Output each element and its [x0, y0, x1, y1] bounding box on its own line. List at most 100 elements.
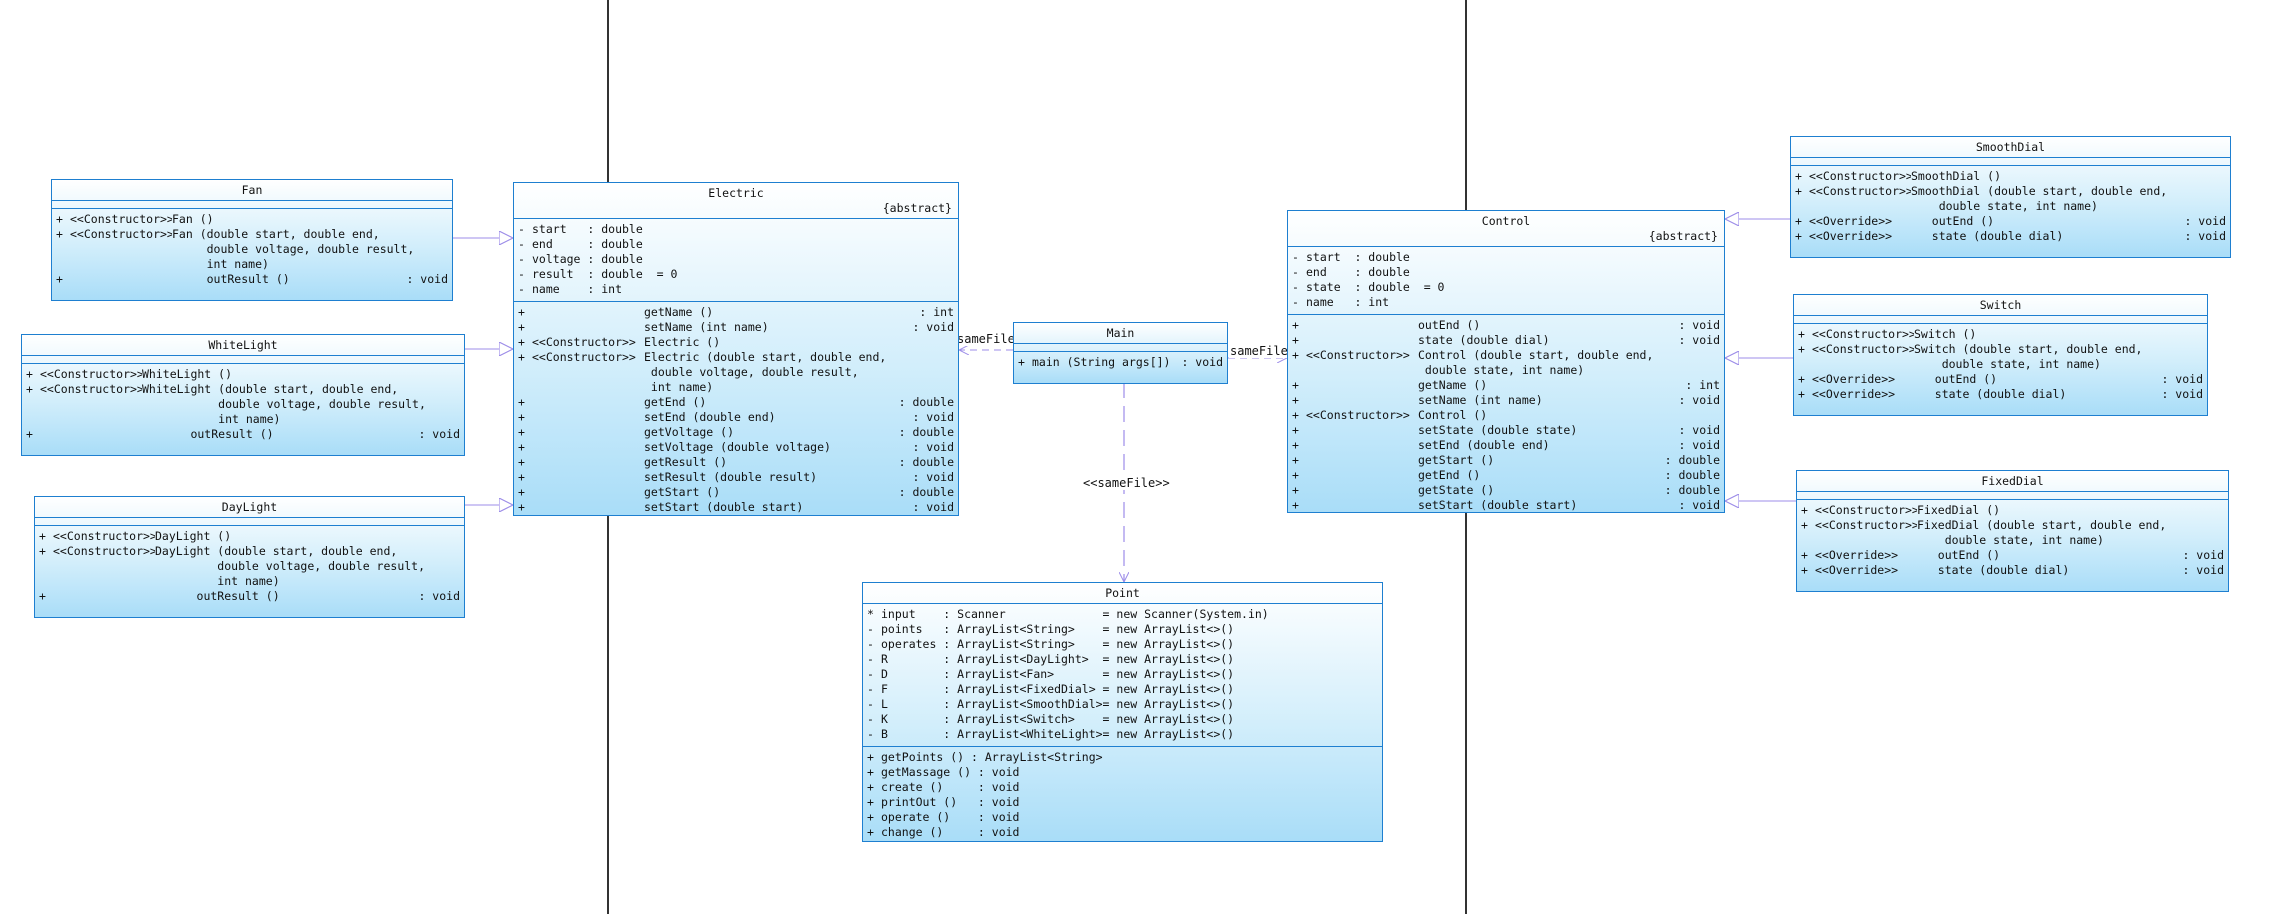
operations-section: +<<Constructor>>Fan ()+<<Constructor>>Fa… — [52, 209, 452, 291]
class-header: Switch — [1794, 295, 2207, 316]
class-control[interactable]: Control{abstract}-start : double-end : d… — [1287, 210, 1725, 513]
operation-visibility: + — [1795, 214, 1802, 228]
operation-visibility: + — [867, 795, 874, 809]
attribute-row: -L : ArrayList<SmoothDial>= new ArrayLis… — [867, 697, 1378, 712]
operation-signature: double voltage, double result, — [644, 365, 859, 379]
relation-label-main-point: <<sameFile>> — [1082, 476, 1171, 490]
operation-row: +state (double dial): void — [1292, 333, 1720, 348]
class-electric[interactable]: Electric{abstract}-start : double-end : … — [513, 182, 959, 516]
operation-row: +setVoltage (double voltage): void — [518, 440, 954, 455]
operation-visibility: + — [26, 367, 33, 381]
operation-return-type: : void — [912, 440, 954, 454]
class-name: Switch — [1979, 298, 2022, 312]
operation-return-type: : void — [418, 589, 460, 603]
class-daylight[interactable]: DayLight+<<Constructor>>DayLight ()+<<Co… — [34, 496, 465, 618]
class-switch[interactable]: Switch+<<Constructor>>Switch ()+<<Constr… — [1793, 294, 2208, 416]
operation-return-type: : void — [1678, 318, 1720, 332]
operation-stereotype — [532, 455, 644, 470]
attributes-section — [1791, 158, 2230, 166]
operation-visibility: + — [56, 212, 63, 226]
operation-row: +getEnd (): double — [518, 395, 954, 410]
operation-return-type — [1103, 750, 1378, 765]
class-name: FixedDial — [1981, 474, 2044, 488]
operation-visibility: + — [518, 425, 525, 439]
class-name: Control — [1481, 214, 1531, 228]
operation-visibility: + — [1292, 423, 1299, 437]
attribute-text: start : double — [1306, 250, 1410, 264]
operation-return-type — [1653, 348, 1720, 363]
attribute-visibility: - — [867, 727, 874, 741]
operation-stereotype — [532, 470, 644, 485]
operation-signature: double voltage, double result, — [142, 397, 426, 411]
operation-visibility — [1801, 533, 1815, 548]
operation-row: int name) — [26, 412, 460, 427]
operation-row: +setName (int name): void — [1292, 393, 1720, 408]
operation-row: +<<Constructor>>Electric (double start, … — [518, 350, 954, 365]
operation-signature: main (String args[]) — [1032, 355, 1171, 369]
operation-row: +setEnd (double end): void — [518, 410, 954, 425]
attribute-visibility: - — [518, 252, 525, 266]
attribute-visibility: - — [1292, 280, 1299, 294]
attribute-visibility: - — [518, 222, 525, 236]
operation-stereotype: <<Constructor>> — [1812, 342, 1914, 356]
operation-row: double voltage, double result, — [26, 397, 460, 412]
operation-signature: double state, int name) — [1418, 363, 1585, 377]
operation-row: +outEnd (): void — [1292, 318, 1720, 333]
attribute-visibility: - — [518, 237, 525, 251]
operation-visibility: + — [1292, 318, 1299, 332]
operation-visibility: + — [1795, 229, 1802, 243]
class-point[interactable]: Point*input : Scanner = new Scanner(Syst… — [862, 582, 1383, 842]
operation-stereotype — [1306, 378, 1418, 393]
operation-signature: Control () — [1418, 408, 1488, 422]
class-stereotype: {abstract} — [882, 201, 952, 215]
attribute-visibility: - — [518, 267, 525, 281]
operations-section: +getPoints () : ArrayList<String>+getMas… — [863, 747, 1382, 844]
operations-section: +main (String args[]): void — [1014, 352, 1227, 374]
operation-return-type: : void — [1181, 355, 1223, 369]
operation-signature: SmoothDial () — [1911, 169, 2002, 183]
operation-return-type — [713, 380, 954, 395]
operation-return-type: : double — [1664, 468, 1720, 482]
attribute-visibility: - — [1292, 265, 1299, 279]
operation-row: +main (String args[]): void — [1018, 355, 1223, 370]
operation-signature: Switch (double start, double end, — [1914, 342, 2143, 356]
attribute-text: state : double = 0 — [1306, 280, 1445, 294]
operation-signature: Electric (double start, double end, — [644, 350, 887, 364]
operation-signature: getResult () — [644, 455, 728, 469]
operation-row: +<<Constructor>>Fan () — [56, 212, 448, 227]
operation-row: double voltage, double result, — [39, 559, 460, 574]
attribute-text: end : double — [1306, 265, 1410, 279]
operation-return-type: : void — [2161, 387, 2203, 401]
class-name: Fan — [241, 183, 263, 197]
operation-return-type — [1019, 810, 1378, 825]
class-fan[interactable]: Fan +<<Constructor>>Fan ()+<<Constructor>… — [51, 179, 453, 301]
class-fixeddial[interactable]: FixedDial+<<Constructor>>FixedDial ()+<<… — [1796, 470, 2229, 592]
operation-return-type — [280, 412, 460, 427]
operation-signature: state (double dial) — [1911, 229, 2064, 243]
operation-signature: int name) — [172, 257, 269, 271]
class-whitelight[interactable]: WhiteLight+<<Constructor>>WhiteLight ()+… — [21, 334, 465, 456]
operation-stereotype — [532, 425, 644, 440]
operation-return-type — [886, 350, 954, 365]
attributes-section — [1794, 316, 2207, 324]
operation-visibility: + — [1795, 184, 1802, 198]
operation-stereotype: <<Override>> — [1809, 214, 1893, 228]
operation-stereotype — [40, 427, 142, 442]
operation-stereotype: <<Constructor>> — [1809, 169, 1911, 183]
operation-signature: setStart (double start) — [644, 500, 804, 514]
operation-signature: getVoltage () — [644, 425, 735, 439]
class-header: Electric{abstract} — [514, 183, 958, 219]
relation-label-main-control: sameFile — [1229, 344, 1289, 358]
operation-signature: Fan (double start, double end, — [172, 227, 380, 241]
operation-signature: outResult () — [172, 272, 290, 286]
operation-visibility: + — [1795, 169, 1802, 183]
class-main[interactable]: Main+main (String args[]): void — [1013, 322, 1228, 384]
operation-signature: setResult (double result) — [644, 470, 818, 484]
operation-return-type: : double — [898, 455, 954, 469]
operation-visibility: + — [518, 335, 525, 349]
class-smoothdial[interactable]: SmoothDial+<<Constructor>>SmoothDial ()+… — [1790, 136, 2231, 258]
operation-return-type — [1584, 363, 1720, 378]
operation-row: +getName (): int — [518, 305, 954, 320]
attributes-section: -start : double-end : double-state : dou… — [1288, 247, 1724, 315]
operation-row: +printOut () : void — [867, 795, 1378, 810]
